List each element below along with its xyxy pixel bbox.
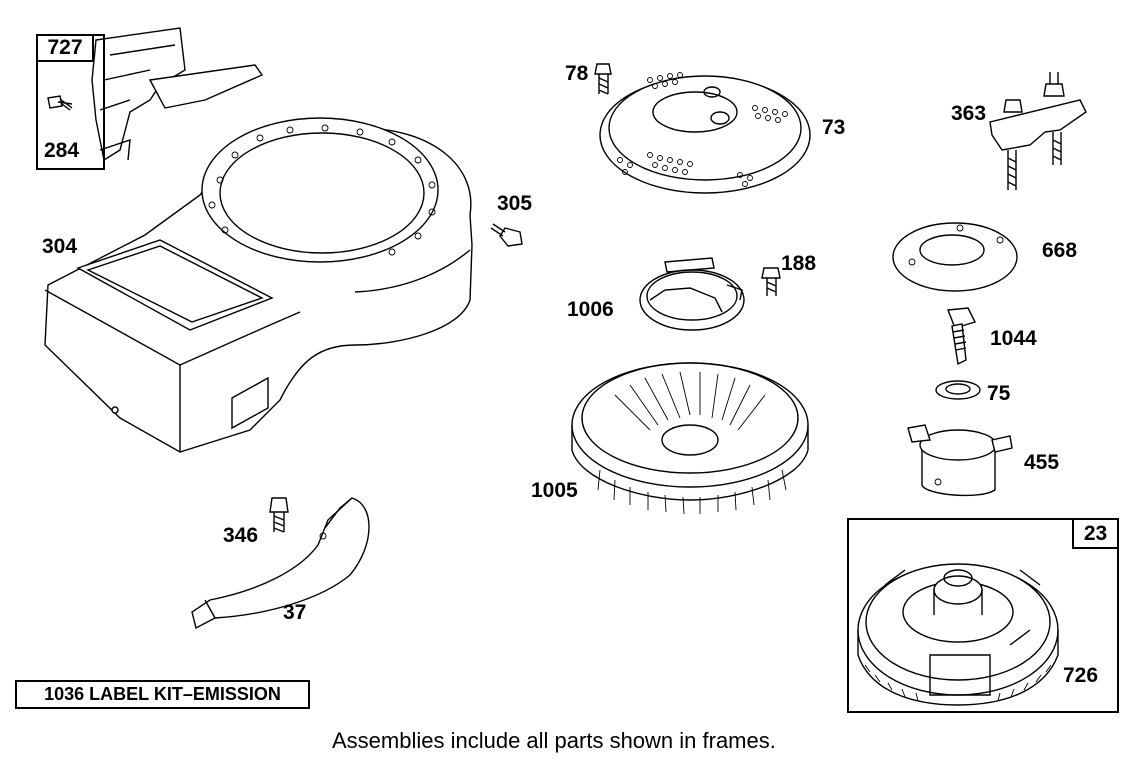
part-label-668: 668 [1042, 239, 1078, 262]
part-75-washer-drawing [935, 380, 981, 400]
part-455-cup-drawing [907, 424, 1013, 497]
part-1006-cup-drawing [639, 257, 745, 331]
part-label-78: 78 [565, 62, 589, 85]
part-37-bracket-drawing [191, 497, 370, 630]
part-label-363: 363 [951, 102, 987, 125]
part-284-screw-drawing [47, 95, 73, 111]
part-label-346: 346 [223, 524, 259, 547]
part-1005-flywheel-fan-drawing [571, 362, 809, 515]
part-304-blower-housing-drawing [44, 117, 473, 453]
part-363-bracket-drawing [989, 72, 1087, 190]
part-label-305: 305 [497, 192, 533, 215]
assembly-727-tag: 727 [36, 34, 94, 62]
label-kit-box: 1036 LABEL KIT–EMISSION [15, 680, 310, 709]
part-346-bolt-drawing [269, 497, 289, 533]
part-label-1005: 1005 [531, 479, 578, 502]
part-188-bolt-drawing [761, 267, 781, 296]
part-73-screen-drawing [599, 72, 811, 194]
part-305-bolt-drawing [490, 223, 523, 247]
part-727-shield-drawing [91, 27, 264, 162]
part-78-screw-drawing [594, 63, 612, 95]
part-label-75: 75 [987, 382, 1011, 405]
part-label-1006: 1006 [567, 298, 614, 321]
part-label-726: 726 [1063, 664, 1099, 687]
part-1044-screw-drawing [947, 307, 976, 366]
part-label-73: 73 [822, 116, 846, 139]
assembly-23-tag: 23 [1072, 518, 1119, 549]
part-label-37: 37 [283, 601, 307, 624]
footer-note: Assemblies include all parts shown in fr… [332, 728, 776, 753]
part-label-455: 455 [1024, 451, 1060, 474]
part-726-flywheel-drawing [857, 563, 1059, 706]
part-label-1044: 1044 [990, 327, 1037, 350]
part-label-188: 188 [781, 252, 817, 275]
part-label-284: 284 [44, 139, 80, 162]
assembly-23-frame [847, 518, 1119, 713]
part-668-plate-drawing [892, 222, 1018, 292]
part-label-304: 304 [42, 235, 78, 258]
